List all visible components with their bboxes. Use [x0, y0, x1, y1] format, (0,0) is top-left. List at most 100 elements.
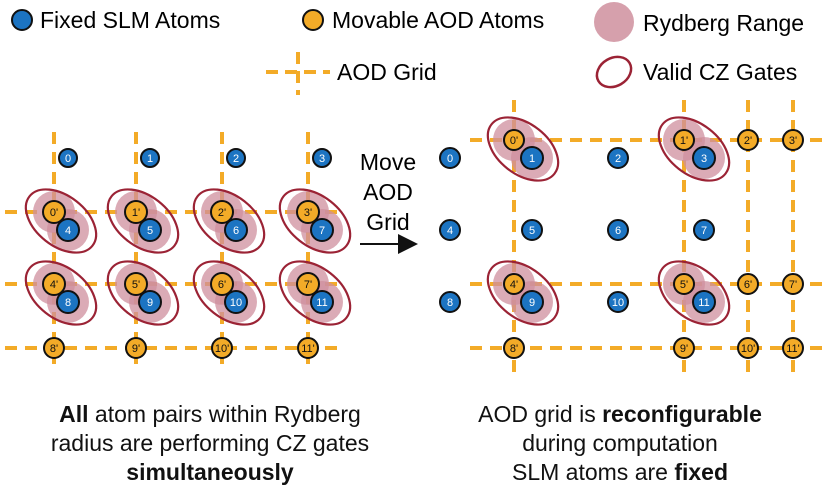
left-caption-line1: atom pairs within Rydberg [88, 401, 361, 427]
aod-atom-label: 0' [50, 207, 58, 219]
slm-atom [439, 219, 461, 241]
slm-atom [520, 146, 544, 170]
slm-atom-label: 1 [529, 153, 535, 165]
legend-aod-grid-label: AOD Grid [337, 59, 437, 85]
slm-atom [138, 218, 162, 242]
aod-atom [673, 129, 695, 151]
cz-gate-outline [278, 260, 352, 326]
aod-atom-label: 1' [132, 207, 140, 219]
aod-atom [124, 200, 148, 224]
legend-fixed-slm: Fixed SLM Atoms [11, 7, 220, 33]
slm-atom-label: 2 [615, 153, 621, 165]
aod-atom [211, 337, 233, 359]
aod-atom-label: 2' [218, 207, 226, 219]
slm-atom-icon [11, 9, 33, 31]
aod-atom [297, 337, 319, 359]
right-caption-line3-pre: SLM atoms are [511, 459, 675, 485]
slm-atom-label: 11 [698, 297, 709, 309]
slm-atom-label: 10 [612, 297, 624, 309]
slm-atom [224, 218, 248, 242]
aod-atom [673, 337, 695, 359]
slm-atom [439, 291, 461, 313]
aod-atom-label: 8' [50, 343, 58, 355]
aod-atom [210, 272, 234, 296]
legend-rydberg: Rydberg Range [594, 2, 804, 42]
slm-atom-label: 5 [529, 225, 535, 237]
slm-atom [56, 218, 80, 242]
aod-atom-label: 0' [510, 135, 518, 147]
slm-atom-label: 1 [147, 153, 153, 165]
left-caption: All atom pairs within Rydberg radius are… [0, 400, 420, 487]
aod-atom-label: 9' [132, 343, 140, 355]
aod-atom [42, 200, 66, 224]
rydberg-range-icon [594, 2, 634, 42]
slm-atom-label: 0 [65, 153, 71, 165]
cz-gate-outline [192, 260, 266, 326]
left-caption-line2: radius are performing CZ gates [50, 430, 370, 456]
aod-atom-label: 6' [744, 279, 752, 291]
slm-atom-label: 8 [65, 297, 71, 309]
aod-atom [782, 337, 804, 359]
slm-atom-label: 7 [701, 225, 707, 237]
aod-atom [42, 272, 66, 296]
cz-gate-outline [486, 116, 560, 182]
slm-atom [607, 291, 629, 313]
slm-atom [56, 290, 80, 314]
slm-atom-label: 11 [316, 297, 327, 309]
slm-atom [312, 148, 332, 168]
aod-atom-label: 8' [510, 343, 518, 355]
slm-atom-label: 0 [447, 153, 453, 165]
aod-atom-label: 5' [680, 279, 688, 291]
aod-atom [673, 273, 695, 295]
slm-atom [607, 147, 629, 169]
slm-atom [521, 219, 543, 241]
aod-atom-label: 1' [680, 135, 688, 147]
aod-atom [125, 337, 147, 359]
aod-atom [782, 273, 804, 295]
slm-atom-label: 6 [233, 225, 239, 237]
slm-atom-label: 6 [615, 225, 621, 237]
right-caption-line1-bold: reconfigurable [602, 401, 762, 427]
diagram-canvas: Fixed SLM Atoms Movable AOD Atoms Rydber… [5, 2, 825, 372]
legend-fixed-slm-label: Fixed SLM Atoms [40, 7, 220, 33]
slm-atom-label: 10 [230, 297, 242, 309]
slm-atom-label: 9 [147, 297, 153, 309]
aod-atom-label: 4' [510, 279, 518, 291]
slm-atom [693, 219, 715, 241]
legend-valid-cz: Valid CZ Gates [595, 55, 797, 89]
aod-atom [503, 273, 525, 295]
aod-atom-label: 11' [786, 343, 800, 355]
slm-atom [138, 290, 162, 314]
aod-atom [782, 129, 804, 151]
slm-atom [58, 148, 78, 168]
cz-gate-outline [657, 116, 731, 182]
slm-atom-label: 5 [147, 225, 153, 237]
cz-gate-outline [106, 260, 180, 326]
aod-atom-label: 5' [132, 279, 140, 291]
aod-atom [124, 272, 148, 296]
aod-atom-label: 11' [301, 343, 315, 355]
aod-atom-label: 9' [680, 343, 688, 355]
legend: Fixed SLM Atoms Movable AOD Atoms Rydber… [11, 2, 804, 95]
aod-atom [296, 200, 320, 224]
move-aod-arrow: Move AOD Grid [360, 149, 418, 254]
legend-rydberg-label: Rydberg Range [643, 10, 804, 36]
right-caption-line1-pre: AOD grid is [478, 401, 603, 427]
aod-atom-label: 10' [741, 343, 755, 355]
aod-atom-label: 4' [50, 279, 58, 291]
arrow-label-line2: AOD [363, 179, 413, 205]
slm-atom [226, 148, 246, 168]
aod-atom-icon [302, 9, 324, 31]
left-caption-line3: simultaneously [126, 459, 294, 485]
aod-atom-label: 7' [789, 279, 797, 291]
slm-atom-label: 7 [319, 225, 325, 237]
slm-atom [310, 218, 334, 242]
right-caption: AOD grid is reconfigurable during comput… [410, 400, 830, 487]
aod-atom [503, 337, 525, 359]
slm-atom-label: 8 [447, 297, 453, 309]
cz-gate-outline [106, 188, 180, 254]
aod-atom-label: 6' [218, 279, 226, 291]
aod-atom-label: 3' [304, 207, 312, 219]
